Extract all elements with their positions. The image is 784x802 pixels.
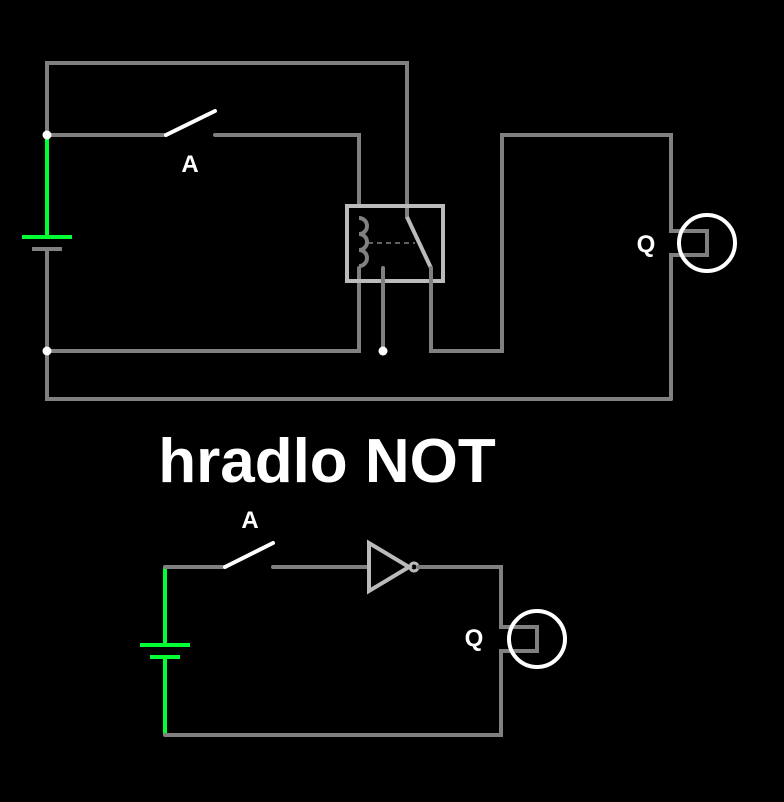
lamp-q bbox=[507, 609, 567, 669]
switch-label: A bbox=[181, 151, 198, 178]
lamp-label: Q bbox=[465, 625, 484, 652]
wire-output bbox=[163, 565, 539, 737]
switch-a[interactable] bbox=[223, 541, 275, 569]
relay-circuit: A Q bbox=[22, 61, 737, 401]
wire-output bbox=[429, 133, 709, 401]
relay bbox=[345, 204, 445, 353]
diagram-title: hradlo NOT bbox=[158, 427, 496, 496]
junction-dot bbox=[42, 346, 52, 356]
relay-contact bbox=[405, 216, 433, 269]
gate-circuit: A Q bbox=[140, 507, 567, 737]
lamp-label: Q bbox=[637, 231, 656, 258]
wire-battery-neg bbox=[45, 247, 673, 401]
lamp-q bbox=[677, 213, 737, 273]
coil-icon bbox=[358, 216, 369, 268]
not-gate bbox=[367, 539, 413, 595]
wire-coil-return bbox=[45, 266, 361, 353]
contact-dot bbox=[378, 346, 388, 356]
switch-a[interactable] bbox=[164, 109, 217, 137]
wire-top-loop bbox=[45, 61, 409, 219]
wire-to-coil bbox=[213, 133, 361, 208]
junction-dot bbox=[42, 130, 52, 140]
switch-label: A bbox=[241, 507, 258, 534]
